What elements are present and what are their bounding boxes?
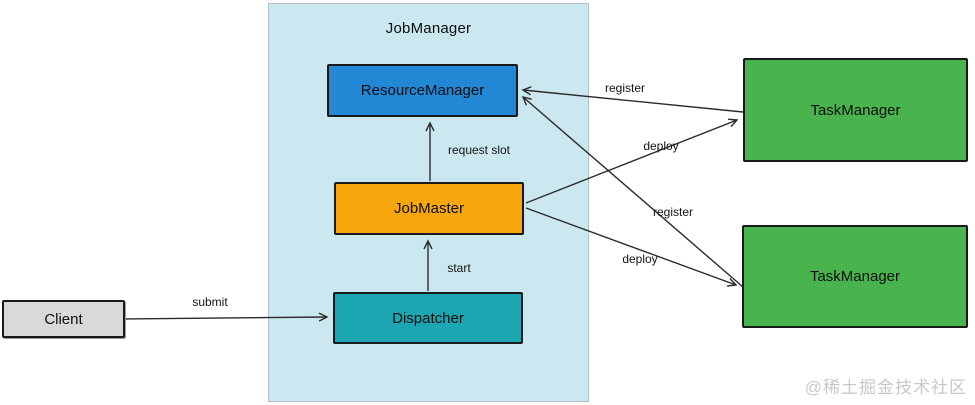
node-job-master-label: JobMaster xyxy=(393,200,465,217)
edge-label-submit: submit xyxy=(192,295,228,309)
edge-label-deploy-2: deploy xyxy=(622,252,658,266)
node-task-manager-2: TaskManager xyxy=(742,225,968,328)
node-task-manager-2-label: TaskManager xyxy=(809,268,901,285)
edge-label-deploy-1: deploy xyxy=(643,139,679,153)
node-dispatcher: Dispatcher xyxy=(333,292,523,344)
node-job-master: JobMaster xyxy=(334,182,524,235)
node-task-manager-1-label: TaskManager xyxy=(810,101,901,119)
edge-label-register-1: register xyxy=(604,81,646,95)
node-task-manager-1: TaskManager xyxy=(743,58,968,162)
edge-label-start: start xyxy=(447,261,471,275)
watermark: @稀土掘金技术社区 xyxy=(804,378,967,397)
edge-label-request-slot: request slot xyxy=(447,143,511,157)
node-resource-manager-label: ResourceManager xyxy=(360,82,485,99)
node-client-label: Client xyxy=(44,310,83,328)
node-client: Client xyxy=(2,300,125,338)
node-dispatcher-label: Dispatcher xyxy=(392,309,464,327)
jobmanager-group-title: JobManager xyxy=(385,20,472,37)
node-resource-manager: ResourceManager xyxy=(327,64,518,117)
edge-label-register-2: register xyxy=(652,205,694,219)
